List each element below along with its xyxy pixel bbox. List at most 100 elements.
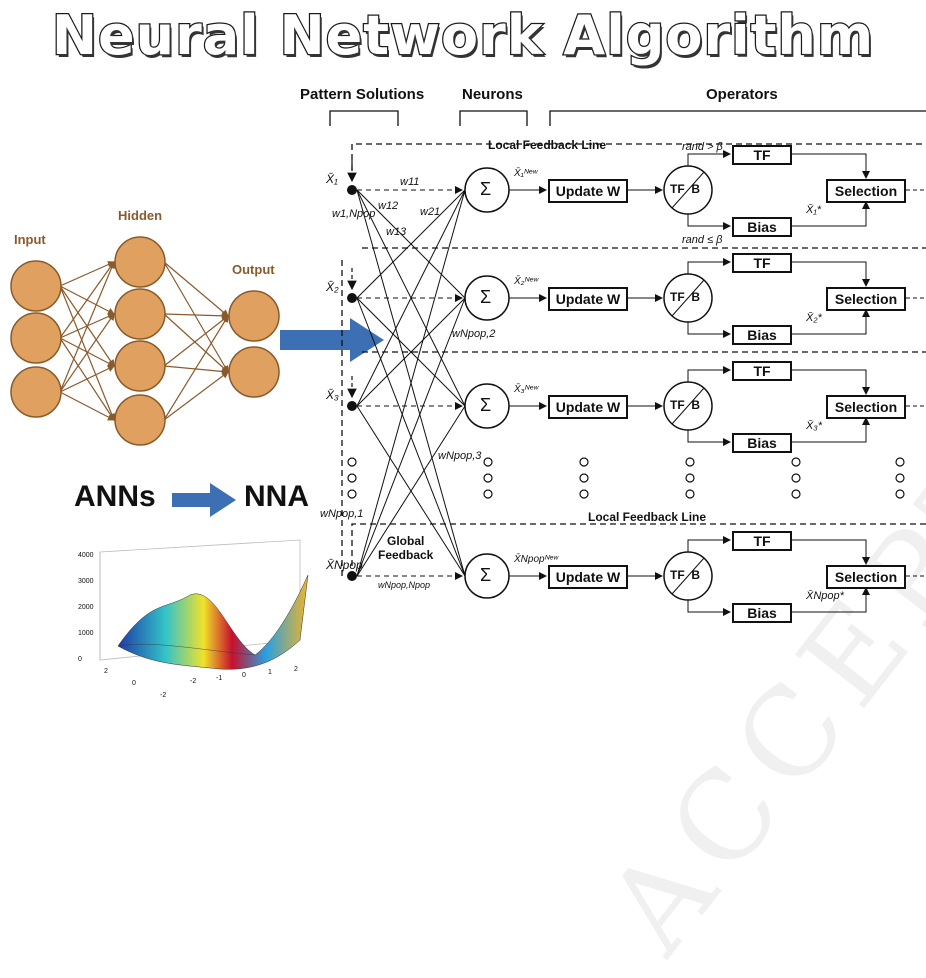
surface-z-tick: 2000 — [78, 604, 94, 611]
ann-to-nna-arrow — [280, 318, 384, 362]
update-w-box: Update W — [548, 565, 628, 589]
tf-box: TF — [732, 145, 792, 165]
to-tf-line — [687, 258, 731, 274]
selection-box: Selection — [826, 395, 906, 419]
new-solution-label: X̄₁ᴺᵉʷ — [514, 168, 538, 179]
tf-to-selection-line — [792, 369, 870, 395]
ann-node — [114, 340, 166, 392]
local-feedback-label-top: Local Feedback Line — [488, 138, 607, 152]
bias-box: Bias — [732, 433, 792, 453]
surface-x-tick: -2 — [190, 678, 197, 685]
selection-box: Selection — [826, 179, 906, 203]
sigma-symbol: Σ — [480, 179, 492, 199]
solution-label: X̄₁ — [326, 172, 338, 186]
to-bias-line — [687, 214, 731, 230]
to-bias-line — [687, 430, 731, 446]
weight-connection — [356, 405, 466, 577]
update-w-box: Update W — [548, 287, 628, 311]
ellipsis-dot — [895, 473, 905, 483]
surface-z-tick: 3000 — [78, 578, 94, 585]
ann-node — [10, 366, 62, 418]
surface-x-tick: 1 — [268, 669, 272, 676]
surface-plot — [99, 539, 309, 670]
ann-node — [114, 288, 166, 340]
ellipsis-dot — [579, 473, 589, 483]
ann-connection — [163, 371, 229, 421]
condition-less-equal-label: rand ≤ β — [682, 234, 723, 246]
weight-label: w12 — [378, 200, 399, 212]
anns-label: ANNs — [74, 480, 156, 513]
surface-y-tick: 2 — [104, 668, 108, 675]
tf-to-selection-line — [792, 539, 870, 565]
tf-to-selection-line — [792, 261, 870, 287]
ann-connection — [163, 261, 229, 374]
surface-z-tick: 1000 — [78, 630, 94, 637]
ann-node — [10, 312, 62, 364]
ann-connection — [163, 312, 230, 320]
surface-z-tick: 0 — [78, 656, 82, 663]
sigma-symbol: Σ — [480, 565, 492, 585]
tf-bias-divider — [671, 387, 705, 425]
ann-output-label: Output — [232, 262, 275, 277]
surface-y-tick: -2 — [160, 692, 167, 699]
to-tf-line — [687, 150, 731, 166]
weight-label: w1,Npop — [332, 208, 376, 220]
solution-label: X̄Npop — [326, 558, 363, 572]
tf-box: TF — [732, 361, 792, 381]
bias-to-selection-line — [792, 309, 870, 335]
weight-connection — [356, 189, 466, 577]
ellipsis-dot — [483, 457, 493, 467]
header-operators: Operators — [706, 86, 778, 103]
nna-label: NNA — [244, 480, 309, 513]
sigma-symbol: Σ — [480, 395, 492, 415]
ellipsis-dot — [895, 457, 905, 467]
ann-node — [228, 290, 280, 342]
tf-to-selection-line — [792, 153, 870, 179]
ellipsis-dot — [579, 489, 589, 499]
weight-label: wNpop,1 — [320, 508, 364, 520]
to-tf-line — [687, 536, 731, 552]
bias-to-selection-line — [792, 587, 870, 613]
ellipsis-dot — [347, 473, 357, 483]
ellipsis-dot — [791, 489, 801, 499]
surface-z-tick: 4000 — [78, 552, 94, 559]
solution-label: X̄₂ — [326, 280, 339, 294]
weight-label: wNpop,2 — [452, 328, 496, 340]
ann-node — [228, 346, 280, 398]
ann-connection — [59, 260, 116, 393]
page-title: Neural Network Algorithm — [51, 3, 875, 69]
ellipsis-dot — [483, 489, 493, 499]
selection-box: Selection — [826, 565, 906, 589]
bias-box: Bias — [732, 325, 792, 345]
tf-b-label: TF B — [670, 290, 700, 304]
ann-connection — [59, 313, 115, 393]
ann-connection — [59, 261, 116, 287]
weight-connection — [356, 297, 466, 577]
new-solution-label: X̄₃ᴺᵉʷ — [514, 384, 539, 395]
tf-box: TF — [732, 253, 792, 273]
weight-connection — [356, 189, 466, 299]
condition-greater-label: rand > β — [682, 141, 723, 153]
ann-connection — [163, 261, 229, 317]
bias-box: Bias — [732, 217, 792, 237]
header-neurons: Neurons — [462, 86, 523, 103]
tf-b-label: TF B — [670, 568, 700, 582]
weight-label: w11 — [400, 176, 420, 188]
solution-node — [347, 185, 357, 195]
tf-bias-divider — [671, 279, 705, 317]
best-solution-label: X̄₂* — [806, 312, 822, 324]
weight-label: wNpop,Npop — [378, 580, 431, 590]
tf-bias-divider — [671, 171, 705, 209]
solution-node — [347, 571, 357, 581]
to-bias-line — [687, 600, 731, 616]
weight-label: w21 — [420, 206, 441, 218]
ellipsis-dot — [791, 457, 801, 467]
bias-to-selection-line — [792, 201, 870, 227]
weight-connection — [356, 297, 466, 407]
bias-to-selection-line — [792, 417, 870, 443]
ann-connection — [59, 391, 116, 421]
ellipsis-dot — [685, 457, 695, 467]
surface-y-tick: 0 — [132, 680, 136, 687]
ellipsis-dot — [791, 473, 801, 483]
tf-bias-divider — [671, 557, 705, 595]
